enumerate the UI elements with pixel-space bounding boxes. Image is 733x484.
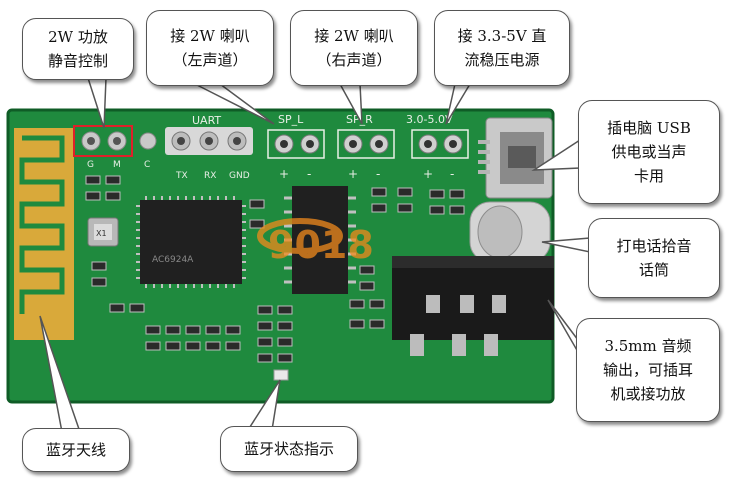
microphone <box>469 201 551 263</box>
crystal-label: X1 <box>96 229 107 238</box>
silk-minus-l: - <box>307 167 311 181</box>
callout-left-speaker: 接 2W 喇叭 （左声道） <box>146 10 274 86</box>
power-header: 3.0-5.0V + - <box>406 113 469 181</box>
silk-minus-p: - <box>450 167 454 181</box>
crystal: X1 <box>87 217 119 247</box>
callout-right-speaker-line2: （右声道） <box>316 51 392 69</box>
audio-jack <box>392 256 554 356</box>
callout-mic: 打电话拾音话筒 <box>588 218 720 298</box>
silk-uart: UART <box>192 114 221 127</box>
silk-plus-p: + <box>423 167 433 181</box>
silk-power: 3.0-5.0V <box>406 113 453 126</box>
usb-port <box>478 117 553 199</box>
callout-dc-power-line1: 接 3.3-5V 直 <box>457 27 547 45</box>
antenna-trace <box>14 128 74 340</box>
callout-left-speaker-line1: 接 2W 喇叭 <box>170 27 250 45</box>
status-led <box>273 369 289 381</box>
silk-pin-m: M <box>113 160 121 170</box>
callout-usb-power: 插电脑 USB 供电或当声卡用 <box>578 100 720 204</box>
callout-right-speaker-line1: 接 2W 喇叭 <box>314 27 394 45</box>
chip-marking: AC6924A <box>152 255 194 265</box>
silk-plus-l: + <box>279 167 289 181</box>
callout-mic-line2: 话筒 <box>638 261 669 279</box>
callout-amp-control-line2: 静音控制 <box>47 52 108 70</box>
callout-left-speaker-line2: （左声道） <box>172 51 248 69</box>
silk-pin-c: C <box>144 160 150 170</box>
callout-audio-out-line2: 输出，可插耳 <box>602 361 693 379</box>
silk-minus-r: - <box>376 167 380 181</box>
callout-audio-out-line3: 机或接功放 <box>610 385 686 403</box>
callout-status-led: 蓝牙状态指示 <box>220 426 358 472</box>
silk-rx: RX <box>204 171 216 181</box>
silk-plus-r: + <box>348 167 358 181</box>
callout-amp-control-line1: 2W 功放 <box>48 28 108 46</box>
callout-right-speaker: 接 2W 喇叭 （右声道） <box>290 10 418 86</box>
bluetooth-chip: AC6924A <box>136 196 246 288</box>
silk-tx: TX <box>175 171 188 181</box>
callout-antenna-line1: 蓝牙天线 <box>45 441 106 459</box>
callout-mic-line1: 打电话拾音 <box>616 237 692 255</box>
callout-status-led-line1: 蓝牙状态指示 <box>243 440 334 458</box>
callout-audio-out: 3.5mm 音频输出，可插耳机或接功放 <box>576 318 720 422</box>
callout-amp-control: 2W 功放静音控制 <box>22 18 134 80</box>
callout-usb-power-line2: 供电或当声 <box>611 143 687 161</box>
speaker-left-header: SP_L + - <box>267 113 325 181</box>
callout-dc-power-line2: 流稳压电源 <box>464 51 540 69</box>
callout-dc-power: 接 3.3-5V 直流稳压电源 <box>434 10 570 86</box>
smd-components <box>85 175 465 363</box>
silk-gnd: GND <box>229 171 250 181</box>
watermark-text: 9018 <box>268 223 374 267</box>
silk-pin-g: G <box>87 160 94 170</box>
callout-usb-power-line1: 插电脑 USB <box>607 119 691 137</box>
callout-usb-power-line3: 卡用 <box>633 167 664 185</box>
callout-antenna: 蓝牙天线 <box>22 428 130 472</box>
amp-control-pads: G M C <box>73 125 157 170</box>
callout-audio-out-line1: 3.5mm 音频 <box>604 337 692 355</box>
watermark: 9018 <box>257 218 374 267</box>
silk-sp-l: SP_L <box>278 113 304 126</box>
speaker-right-header: SP_R + - <box>337 113 395 181</box>
uart-header: UART TX RX GND <box>165 114 253 181</box>
